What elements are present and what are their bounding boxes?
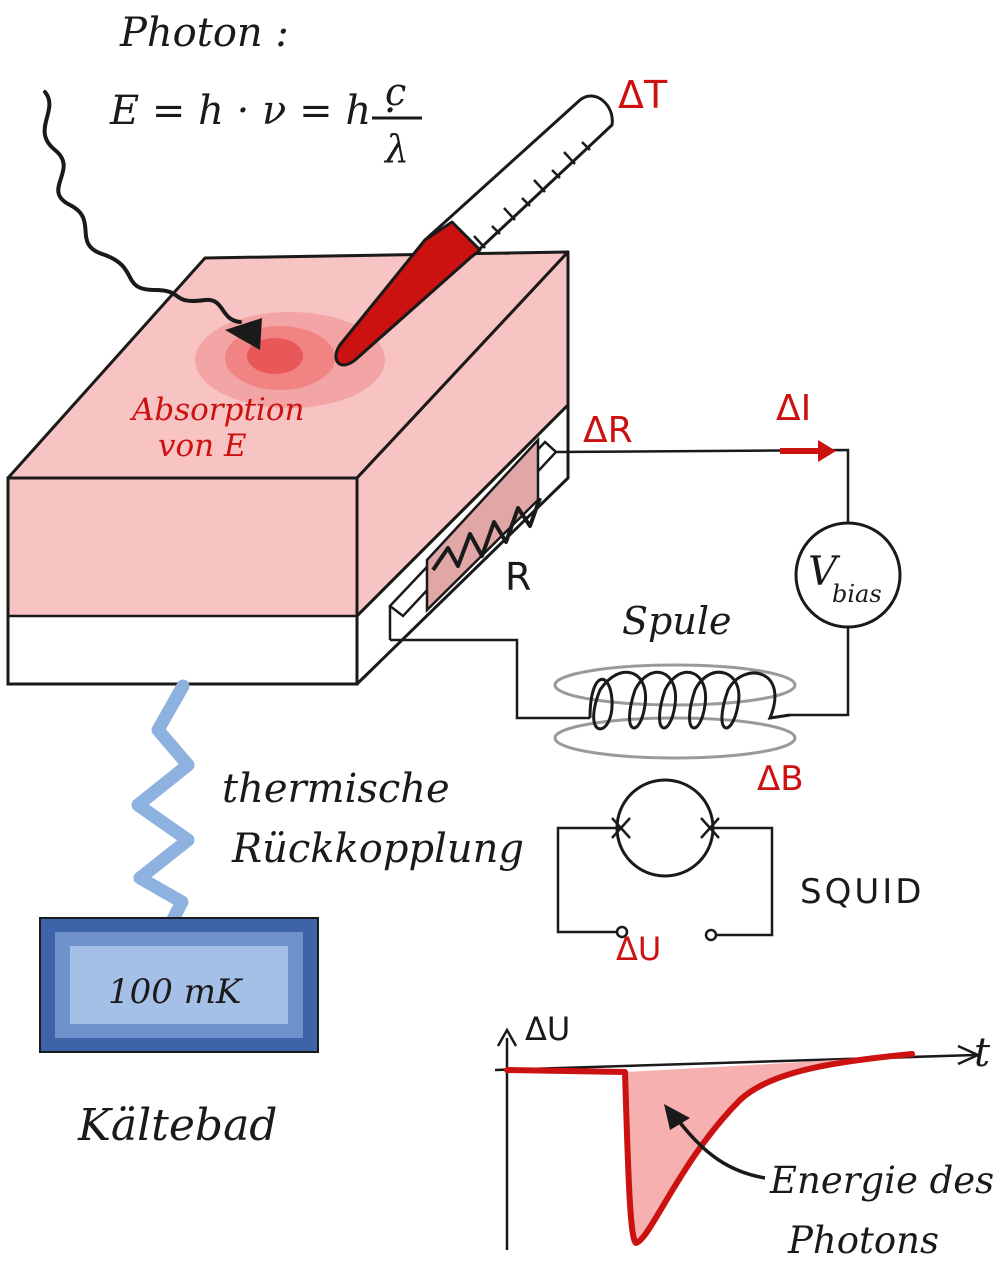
bath-temperature: 100 mK	[108, 972, 244, 1012]
graph-x-axis-label: t	[974, 1030, 991, 1076]
graph-y-axis-label: ΔU	[525, 1010, 570, 1048]
rueckkopplung-label: Rückkopplung	[231, 826, 524, 872]
thermometer	[334, 94, 614, 367]
squid	[556, 778, 774, 942]
delta-i-label: ΔI	[776, 388, 811, 429]
squid-label: SQUID	[800, 872, 924, 912]
bias-circuit	[390, 448, 850, 720]
photon-wave	[42, 90, 242, 324]
absorption-label-2: von E	[158, 428, 247, 464]
kaeltebad-label: Kältebad	[77, 1100, 277, 1151]
tes-sensor	[388, 436, 558, 640]
pulse-curve	[504, 1051, 915, 1246]
energie-label-1: Energie des	[769, 1159, 994, 1202]
coil	[553, 663, 797, 760]
spule-label: Spule	[622, 599, 731, 643]
substrate-front	[8, 616, 357, 684]
photon-title: Photon :	[119, 10, 289, 56]
v-bias-subscript: bias	[832, 580, 882, 608]
absorption-label-1: Absorption	[129, 392, 304, 428]
v-bias-source	[794, 521, 902, 629]
thermische-label: thermische	[222, 766, 450, 812]
cold-bath	[39, 917, 319, 1053]
photon-formula: E = h · ν = h ·	[109, 88, 397, 134]
absorber-front-pink	[8, 478, 357, 616]
formula-numerator: c	[385, 70, 406, 114]
pulse-area	[625, 1056, 900, 1243]
pulse-graph	[494, 1027, 982, 1250]
thermal-link-spring	[131, 679, 195, 932]
delta-u-label: ΔU	[616, 930, 661, 968]
photon-arrowhead	[225, 318, 262, 350]
resistor-symbol	[431, 497, 542, 572]
v-bias-label: V	[808, 549, 841, 595]
energie-label-2: Photons	[787, 1219, 939, 1262]
formula-denominator: λ	[383, 127, 409, 171]
r-label: R	[505, 555, 531, 599]
energy-pointer	[676, 1118, 766, 1180]
delta-r-label: ΔR	[583, 410, 633, 451]
delta-t-label: ΔT	[618, 73, 668, 117]
delta-b-label: ΔB	[757, 759, 804, 799]
